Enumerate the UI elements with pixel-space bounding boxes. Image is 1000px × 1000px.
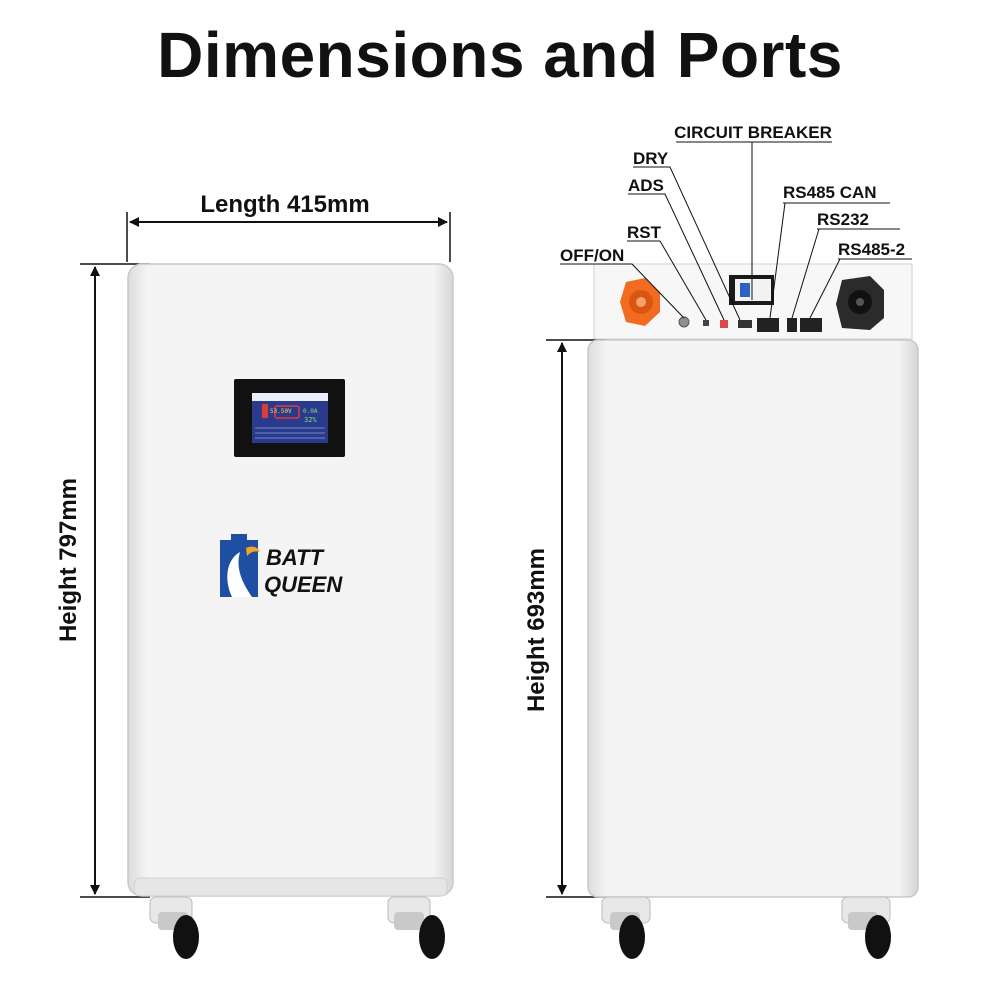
- rs485-can-port[interactable]: [757, 318, 779, 332]
- front-wheel-right: [387, 896, 445, 959]
- label-rst: RST: [627, 223, 662, 242]
- label-rs485-2: RS485-2: [838, 240, 905, 259]
- front-cabinet-base: [133, 877, 448, 897]
- screen-voltage: 53.50V: [270, 408, 292, 415]
- positive-terminal: [620, 278, 660, 326]
- label-ads: ADS: [628, 176, 664, 195]
- brand-line-1: BATT: [266, 545, 325, 570]
- negative-terminal: [836, 276, 884, 330]
- port-leader-lines: [560, 141, 912, 321]
- front-view: Length 415mm Height 797mm 53.50V 0.0A 32…: [55, 191, 454, 959]
- label-dry: DRY: [633, 149, 669, 168]
- back-view: CIRCUIT BREAKER DRY ADS RST OFF/ON RS485…: [523, 123, 919, 959]
- rs485-2-port[interactable]: [800, 318, 822, 332]
- label-rs485-can: RS485 CAN: [783, 183, 877, 202]
- front-height-label: Height 797mm: [55, 478, 82, 642]
- length-label: Length 415mm: [200, 191, 369, 218]
- ads-dip-switch[interactable]: [720, 320, 728, 328]
- back-cabinet: [587, 339, 919, 898]
- page-title: Dimensions and Ports: [157, 19, 843, 91]
- screen-soc: 32%: [304, 416, 317, 424]
- brand-line-2: QUEEN: [264, 572, 343, 597]
- back-height-label: Height 693mm: [523, 548, 550, 712]
- dry-contact-port[interactable]: [738, 320, 752, 328]
- label-circuit-breaker: CIRCUIT BREAKER: [674, 123, 832, 142]
- screen-current: 0.0A: [303, 408, 318, 415]
- lcd-display: 53.50V 0.0A 32%: [234, 379, 345, 457]
- label-rs232: RS232: [817, 210, 869, 229]
- batt-queen-logo: BATT QUEEN: [220, 534, 343, 597]
- rs232-port[interactable]: [787, 318, 797, 332]
- back-wheel-right: [841, 896, 891, 959]
- off-on-switch[interactable]: [678, 316, 690, 328]
- back-wheel-left: [601, 896, 651, 959]
- rst-button[interactable]: [703, 320, 709, 326]
- label-off-on: OFF/ON: [560, 246, 624, 265]
- front-wheel-left: [149, 896, 199, 959]
